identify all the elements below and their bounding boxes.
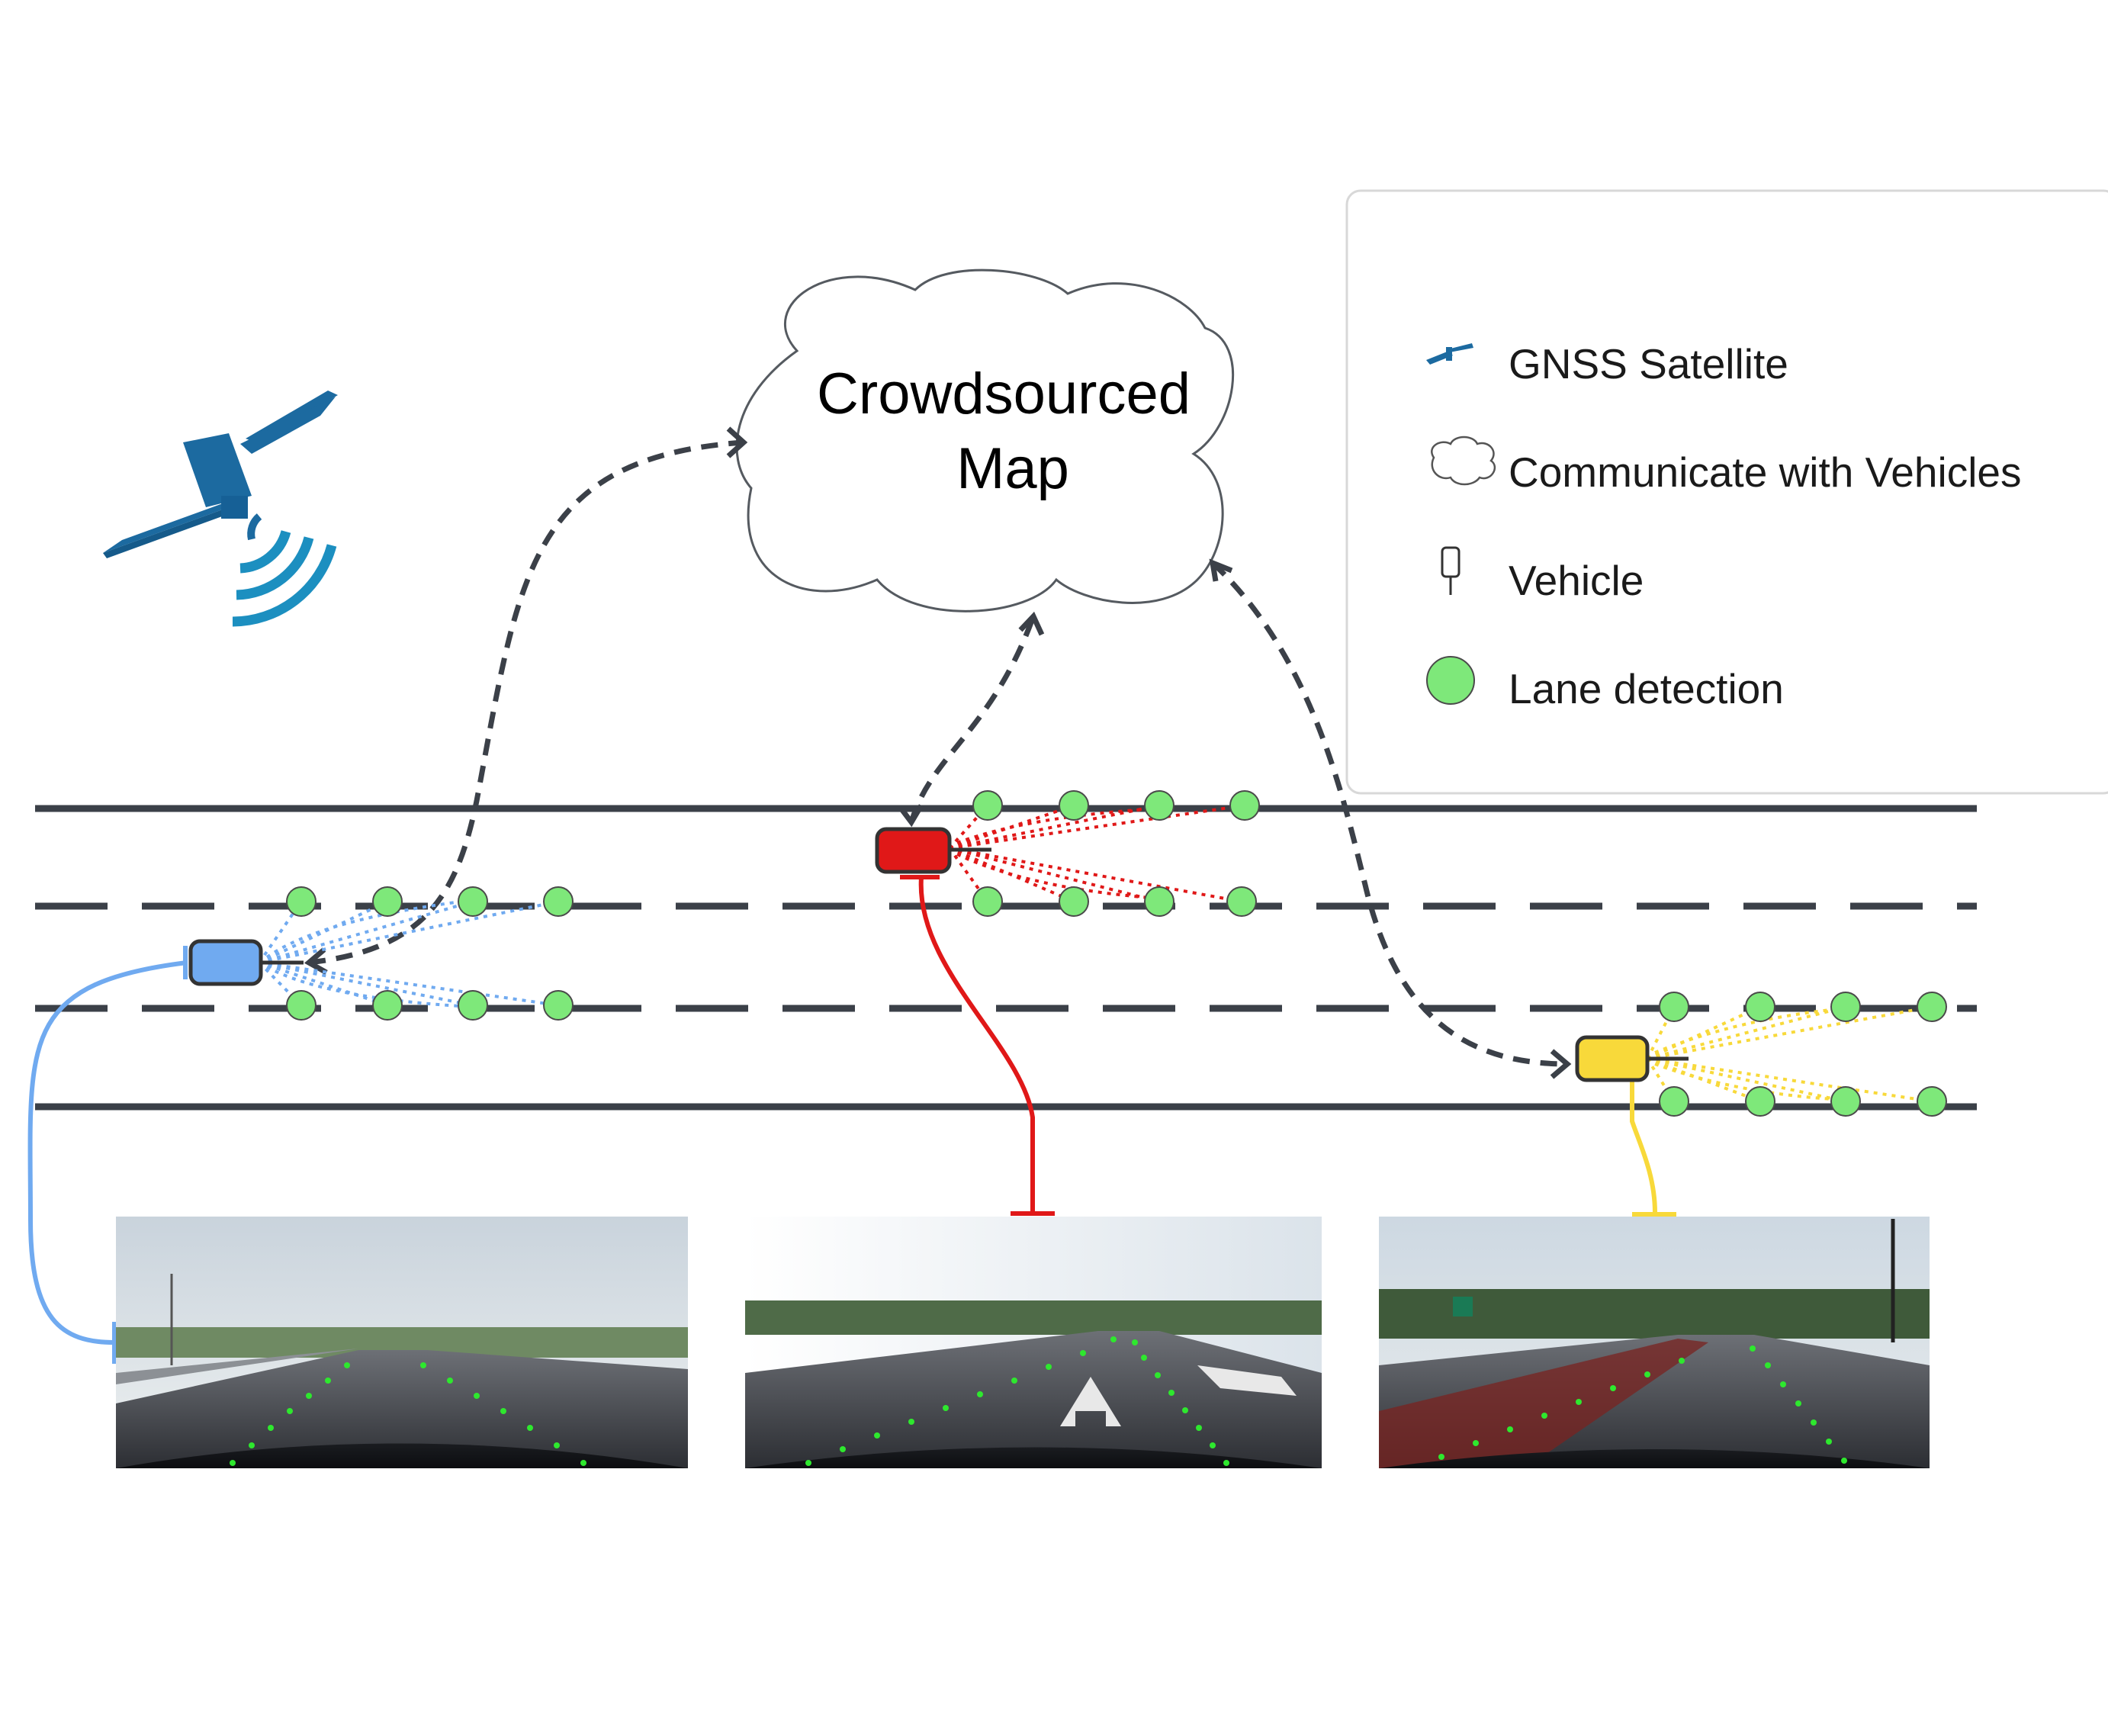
- arrowhead-red-down: [898, 804, 924, 828]
- link-red-vehicle: [908, 615, 1036, 823]
- arrowhead-blue: [304, 947, 328, 976]
- lane-points-yellow: [1659, 992, 1947, 1117]
- lane-point: [1059, 790, 1089, 821]
- legend-box: [1345, 189, 2108, 795]
- legend-label-satellite: GNSS Satellite: [1509, 340, 1788, 387]
- lane-point: [372, 886, 403, 917]
- satellite-icon: [103, 391, 338, 627]
- lane-point: [1917, 1086, 1947, 1117]
- link-blue-vehicle: [308, 439, 744, 966]
- arrowhead-cloud-left: [726, 426, 748, 458]
- legend-label-lane-detection: Lane detection: [1509, 665, 1784, 712]
- lane-point: [972, 886, 1003, 917]
- crowdsourced-map-cloud: Crowdsourced Map: [735, 268, 1235, 612]
- lane-point: [1745, 1086, 1775, 1117]
- camera-leaders: [27, 876, 1676, 1364]
- legend-lane-point-icon: [1426, 656, 1475, 705]
- vehicle-blue: [188, 939, 304, 986]
- road: [35, 805, 1977, 1111]
- lane-point: [1917, 992, 1947, 1022]
- lane-point: [1144, 886, 1175, 917]
- lane-point: [1229, 790, 1260, 821]
- red-camera-view: [745, 1217, 1322, 1468]
- arrowhead-cloud-right: [1209, 558, 1233, 582]
- legend-label-vehicle: Vehicle: [1509, 557, 1644, 604]
- red-leader: [918, 876, 1035, 1213]
- arrowhead-yellow: [1550, 1049, 1572, 1079]
- legend-label-cloud: Communicate with Vehicles: [1509, 448, 2022, 496]
- cloud-shape: [735, 268, 1235, 612]
- legend-satellite-icon: [1426, 343, 1473, 365]
- lane-point: [1659, 1086, 1689, 1117]
- blue-camera-view: [116, 1217, 688, 1468]
- lane-point: [286, 886, 317, 917]
- lane-points-blue: [286, 886, 574, 1021]
- communication-links: [308, 439, 1568, 1067]
- detection-rays-blue: [258, 899, 559, 1008]
- legend-vehicle-icon: [1441, 546, 1460, 595]
- legend: GNSS Satellite Communicate with Vehicles…: [1345, 189, 2108, 795]
- yellow-camera-view: [1379, 1217, 1930, 1468]
- vehicle-red: [875, 827, 991, 879]
- lane-point: [543, 886, 574, 917]
- arrowheads: [304, 426, 1572, 1079]
- lane-point: [972, 790, 1003, 821]
- lane-point: [458, 990, 488, 1021]
- lane-point: [286, 990, 317, 1021]
- lane-point: [458, 886, 488, 917]
- lane-point: [1830, 1086, 1861, 1117]
- blue-leader: [27, 960, 188, 1345]
- lane-points-red: [972, 790, 1260, 917]
- yellow-leader: [1630, 1082, 1657, 1214]
- link-yellow-vehicle: [1210, 561, 1568, 1067]
- detection-rays-yellow: [1646, 1005, 1933, 1103]
- vehicle-yellow: [1575, 1035, 1689, 1082]
- detection-rays-red: [948, 804, 1245, 903]
- legend-cloud-icon: [1431, 436, 1496, 486]
- lane-point: [1144, 790, 1175, 821]
- lane-point: [1659, 992, 1689, 1022]
- lane-point: [1745, 992, 1775, 1022]
- lane-point: [1830, 992, 1861, 1022]
- cloud-title-line2: Map: [956, 436, 1069, 501]
- lane-point: [1059, 886, 1089, 917]
- lane-point: [372, 990, 403, 1021]
- lane-point: [1226, 886, 1257, 917]
- lane-point: [543, 990, 574, 1021]
- cloud-title-line1: Crowdsourced: [817, 362, 1191, 426]
- arrowhead-cloud-bottom: [1018, 611, 1045, 636]
